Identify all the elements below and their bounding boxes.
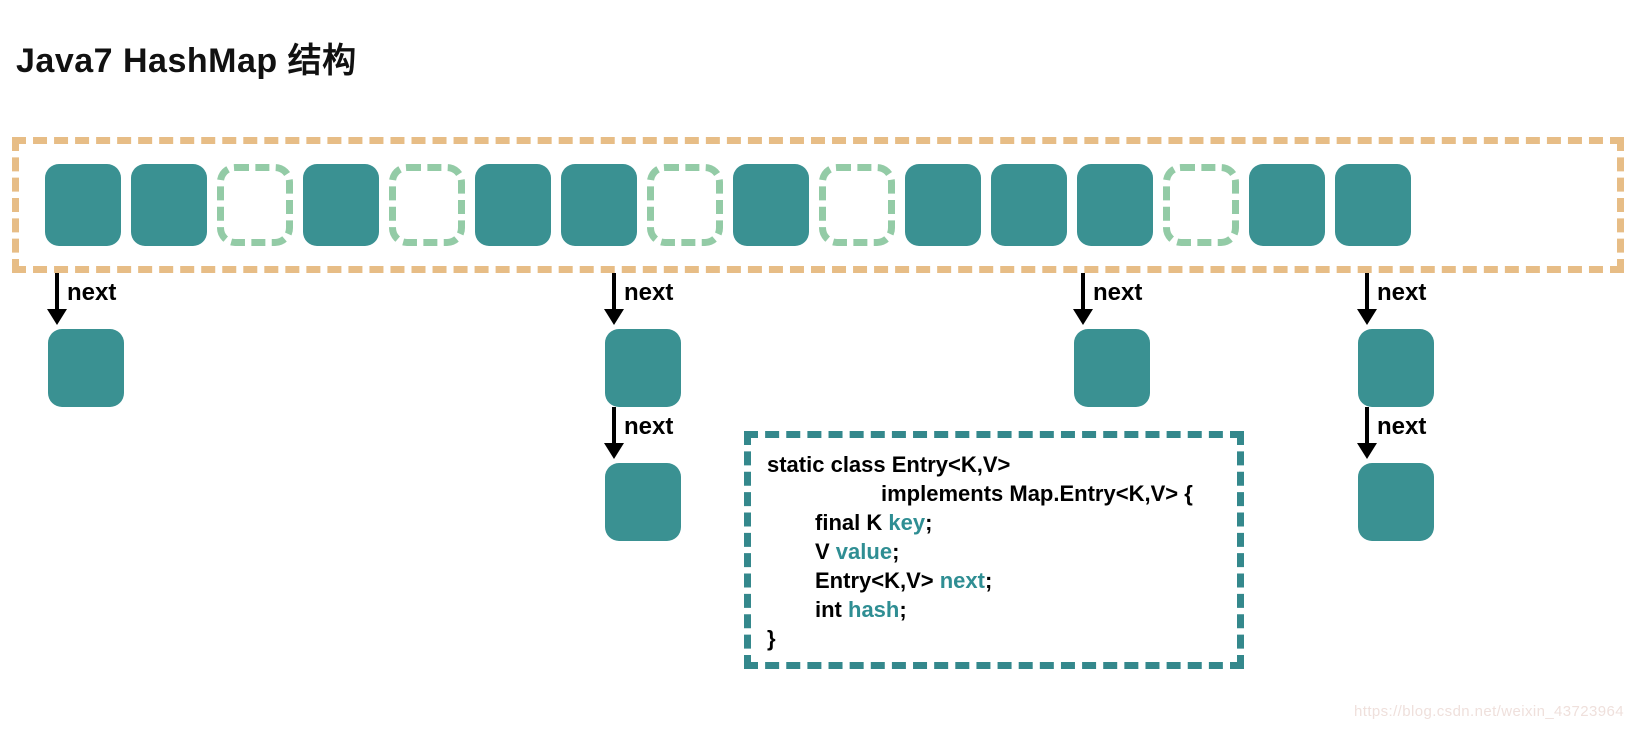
code-text: final K	[815, 510, 889, 535]
next-arrow-icon: next	[604, 407, 678, 463]
arrow-head	[604, 309, 624, 325]
code-text: static class Entry<K,V>	[767, 452, 1011, 477]
bucket-4-empty	[389, 164, 465, 246]
next-arrow-icon: next	[1357, 407, 1431, 463]
code-text: ;	[925, 510, 933, 535]
code-field-name: key	[888, 510, 926, 535]
next-pointer-label: next	[1093, 279, 1143, 306]
page-title: Java7 HashMap 结构	[16, 42, 357, 80]
bucket-0-filled	[45, 164, 121, 246]
next-pointer-label: next	[1377, 279, 1427, 306]
code-text: ;	[984, 568, 993, 593]
arrow-shaft	[55, 273, 59, 313]
arrow-shaft	[1365, 407, 1369, 447]
chain-bucket-6: next next	[604, 273, 681, 541]
watermark: https://blog.csdn.net/weixin_43723964	[1354, 703, 1624, 720]
code-text: }	[767, 626, 776, 651]
code-text: int	[815, 597, 848, 622]
bucket-7-empty	[647, 164, 723, 246]
bucket-11-filled	[991, 164, 1067, 246]
bucket-10-filled	[905, 164, 981, 246]
next-arrow-icon: next	[1073, 273, 1147, 329]
bucket-14-filled	[1249, 164, 1325, 246]
chain-bucket-11: next	[1073, 273, 1150, 407]
code-text: V	[815, 539, 836, 564]
code-text: implements Map.Entry<K,V> {	[881, 481, 1193, 506]
arrow-head	[1073, 309, 1093, 325]
arrow-head	[604, 443, 624, 459]
code-field-name: next	[939, 568, 985, 593]
code-line-4: Entry<K,V> next;	[767, 566, 1223, 595]
code-line-0: static class Entry<K,V>	[767, 450, 1223, 479]
next-arrow-icon: next	[47, 273, 121, 329]
code-line-1: implements Map.Entry<K,V> {	[767, 479, 1223, 508]
code-field-name: value	[835, 539, 893, 564]
arrow-head	[47, 309, 67, 325]
code-text: Entry<K,V>	[815, 568, 940, 593]
next-pointer-label: next	[1377, 413, 1427, 440]
arrow-head	[1357, 309, 1377, 325]
code-text: ;	[892, 539, 900, 564]
bucket-3-filled	[303, 164, 379, 246]
arrow-head	[1357, 443, 1377, 459]
entry-class-code-box: static class Entry<K,V> implements Map.En…	[744, 431, 1244, 669]
next-pointer-label: next	[67, 279, 117, 306]
code-line-5: int hash;	[767, 595, 1223, 624]
next-pointer-label: next	[624, 413, 674, 440]
code-line-6: }	[767, 624, 1223, 653]
bucket-6-filled	[561, 164, 637, 246]
entry-node	[48, 329, 124, 407]
hashmap-bucket-array	[12, 137, 1624, 273]
arrow-shaft	[612, 407, 616, 447]
bucket-13-empty	[1163, 164, 1239, 246]
entry-node	[1358, 329, 1434, 407]
bucket-1-filled	[131, 164, 207, 246]
next-arrow-icon: next	[1357, 273, 1431, 329]
arrow-shaft	[612, 273, 616, 313]
entry-node	[605, 329, 681, 407]
chain-bucket-15: next next	[1357, 273, 1434, 541]
entry-node	[1358, 463, 1434, 541]
bucket-5-filled	[475, 164, 551, 246]
chain-bucket-0: next	[47, 273, 124, 407]
next-pointer-label: next	[624, 279, 674, 306]
code-line-2: final K key;	[767, 508, 1223, 537]
entry-node	[1074, 329, 1150, 407]
bucket-9-empty	[819, 164, 895, 246]
entry-node	[605, 463, 681, 541]
code-field-name: hash	[848, 597, 900, 622]
bucket-12-filled	[1077, 164, 1153, 246]
arrow-shaft	[1081, 273, 1085, 313]
arrow-shaft	[1365, 273, 1369, 313]
code-line-3: V value;	[767, 537, 1223, 566]
bucket-8-filled	[733, 164, 809, 246]
code-text: ;	[899, 597, 907, 622]
bucket-15-filled	[1335, 164, 1411, 246]
bucket-2-empty	[217, 164, 293, 246]
next-arrow-icon: next	[604, 273, 678, 329]
